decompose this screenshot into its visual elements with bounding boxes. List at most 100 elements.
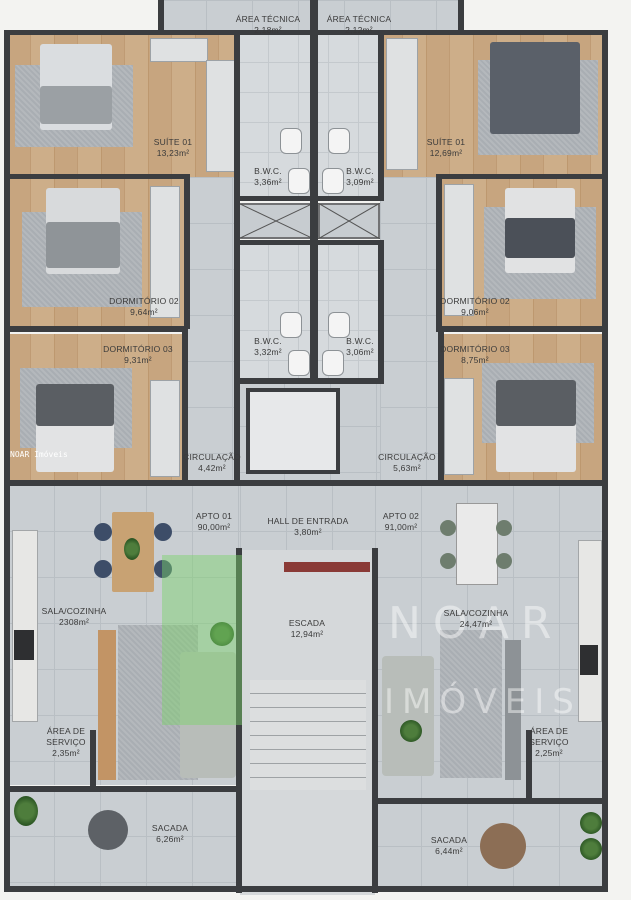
room-area: 9,31m²	[124, 355, 152, 365]
circulation-left-floor	[186, 177, 238, 480]
wall	[4, 174, 188, 179]
balcony-table	[480, 823, 526, 869]
rug	[440, 630, 502, 778]
toilet-icon	[280, 128, 302, 154]
closet	[150, 38, 208, 62]
room-name: SUÍTE 01	[153, 137, 193, 147]
room-name: SUÍTE 01	[426, 137, 466, 147]
room-name: ÁREA TÉCNICA	[235, 14, 301, 24]
room-area: 12,69m²	[429, 148, 463, 158]
chair	[440, 553, 456, 569]
wall	[526, 730, 532, 802]
room-area: 12,94m²	[290, 629, 324, 639]
wall	[4, 786, 238, 792]
wall	[372, 548, 378, 893]
wall	[184, 174, 190, 329]
room-name: B.W.C.	[254, 166, 282, 176]
room-name: SACADA	[151, 823, 189, 833]
room-name: DORMITÓRIO 02	[440, 296, 510, 306]
room-name: B.W.C.	[346, 336, 374, 346]
watermark-bottom: IMÓVEIS	[384, 682, 582, 722]
wall	[372, 798, 606, 804]
room-area: 4,42m²	[198, 463, 226, 473]
watermark-top: NOAR	[388, 598, 564, 649]
plant-icon	[210, 622, 234, 646]
sink-icon	[322, 168, 344, 194]
staircase	[306, 680, 366, 790]
sink-icon	[322, 350, 344, 376]
sofa	[180, 652, 236, 778]
room-name: CIRCULAÇÃO	[378, 452, 436, 462]
wall	[436, 174, 606, 179]
stair-handrail	[284, 562, 370, 572]
bed-blanket	[46, 222, 120, 268]
room-area: 24,47m²	[459, 619, 493, 629]
room-name: SACADA	[430, 835, 468, 845]
room-area: 9,06m²	[461, 307, 489, 317]
wall	[4, 30, 10, 892]
wall	[436, 326, 606, 332]
balcony-left-floor	[8, 790, 238, 890]
room-name: ESCADA	[288, 618, 326, 628]
staircase	[250, 680, 306, 790]
wall	[90, 730, 96, 790]
room-name: HALL DE ENTRADA	[267, 516, 349, 526]
shaft	[318, 203, 380, 239]
sink-icon	[288, 168, 310, 194]
wall	[378, 240, 384, 380]
room-area: 6,44m²	[435, 846, 463, 856]
room-name: DORMITÓRIO 02	[109, 296, 179, 306]
bwc-top-floor	[238, 32, 380, 197]
chair	[440, 520, 456, 536]
room-name: DORMITÓRIO 03	[103, 344, 173, 354]
wall	[4, 480, 608, 486]
chair	[94, 560, 112, 578]
room-area: 3,36m²	[254, 177, 282, 187]
chair	[496, 553, 512, 569]
room-name: ÁREA TÉCNICA	[326, 14, 392, 24]
watermark-small: NOAR Imóveis	[10, 450, 68, 459]
circulation-right-floor	[380, 177, 440, 480]
wall	[158, 0, 164, 32]
elevator	[246, 388, 340, 474]
closet	[444, 184, 474, 316]
sink-icon	[288, 350, 310, 376]
wall	[436, 174, 442, 329]
wall	[238, 240, 384, 245]
room-name: SALA/COZINHA	[41, 606, 107, 616]
room-area: 5,63m²	[393, 463, 421, 473]
bed-blanket	[505, 218, 575, 258]
wall	[4, 30, 606, 35]
label-bwc-3: B.W.C.3,32m²	[254, 336, 282, 358]
room-area: 3,80m²	[294, 527, 322, 537]
label-bwc-4: B.W.C.3,06m²	[346, 336, 374, 358]
wall	[378, 30, 384, 200]
closet	[444, 378, 474, 475]
room-name: APTO 02	[382, 511, 420, 521]
wall	[238, 378, 384, 384]
room-area: 2308m²	[58, 617, 90, 627]
wall	[310, 0, 318, 380]
bed	[490, 42, 580, 134]
room-area: 2,18m²	[254, 25, 282, 35]
room-name: ÁREA DE SERVIÇO	[529, 726, 569, 747]
kitchen-counter	[578, 540, 602, 722]
room-area: 2,35m²	[52, 748, 80, 758]
dining-table	[456, 503, 498, 585]
wall	[458, 0, 464, 32]
toilet-icon	[280, 312, 302, 338]
